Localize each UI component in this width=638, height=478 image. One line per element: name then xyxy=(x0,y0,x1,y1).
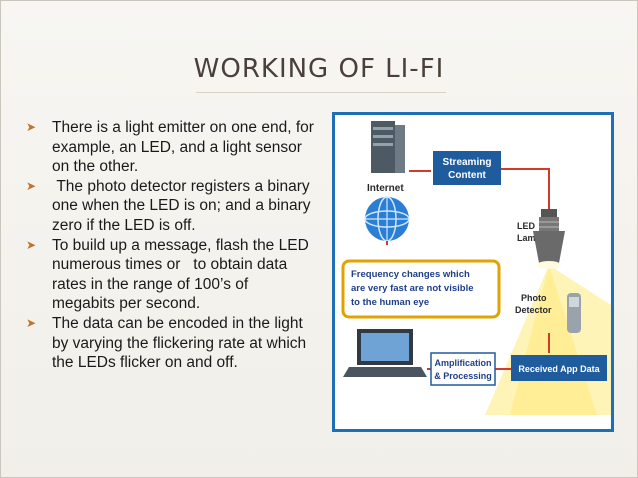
arrow-bullet-icon: ➤ xyxy=(26,315,37,330)
received-data-label: Received App Data xyxy=(518,364,600,374)
arrow-bullet-icon: ➤ xyxy=(26,237,37,252)
streaming-label-line1: Streaming xyxy=(443,157,492,168)
frequency-note-line3: to the human eye xyxy=(351,297,429,308)
amplification-box xyxy=(430,352,496,386)
led-label-line2: Lamp xyxy=(517,233,542,243)
photo-label-line2: Detector xyxy=(515,305,552,315)
arrow-bullet-icon: ➤ xyxy=(26,178,37,193)
internet-label: Internet xyxy=(367,183,404,194)
lifi-diagram-svg: Internet Streaming Content LED Lamp xyxy=(341,121,611,415)
amplification-label-line1: Amplification xyxy=(434,358,491,368)
streaming-content-box xyxy=(433,151,501,185)
connector-line xyxy=(501,168,550,209)
bullet-item: ➤ There is a light emitter on one end, f… xyxy=(24,118,314,177)
frequency-note-line2: are very fast are not visible xyxy=(351,283,474,294)
streaming-label-line2: Content xyxy=(448,170,486,181)
globe-icon xyxy=(364,196,410,242)
bullet-item: ➤ The data can be encoded in the light b… xyxy=(24,314,314,373)
slide-title: WORKING OF LI-FI xyxy=(193,54,445,84)
led-lamp-icon xyxy=(533,209,565,269)
received-data-box xyxy=(511,355,607,381)
amplification-label-line2: & Processing xyxy=(434,371,492,381)
bullet-text: There is a light emitter on one end, for… xyxy=(52,119,314,176)
bullet-text: The data can be encoded in the light by … xyxy=(52,314,307,372)
bullet-item: ➤ The photo detector registers a binary … xyxy=(24,177,314,236)
laptop-icon xyxy=(343,329,427,377)
bullet-item: ➤ To build up a message, flash the LED n… xyxy=(24,236,314,314)
frequency-note-line1: Frequency changes which xyxy=(351,269,470,280)
bullet-list: ➤ There is a light emitter on one end, f… xyxy=(24,118,314,373)
photo-label-line1: Photo xyxy=(521,293,547,303)
bullet-text: To build up a message, flash the LED num… xyxy=(52,236,314,313)
title-divider xyxy=(196,92,446,93)
lifi-diagram: Internet Streaming Content LED Lamp xyxy=(332,112,614,432)
server-icon xyxy=(371,121,405,173)
frequency-note-box xyxy=(341,259,501,319)
photo-detector-icon xyxy=(567,293,581,333)
led-label-line1: LED xyxy=(517,221,536,231)
bullet-text: The photo detector registers a binary on… xyxy=(52,177,315,234)
arrow-bullet-icon: ➤ xyxy=(26,120,37,134)
